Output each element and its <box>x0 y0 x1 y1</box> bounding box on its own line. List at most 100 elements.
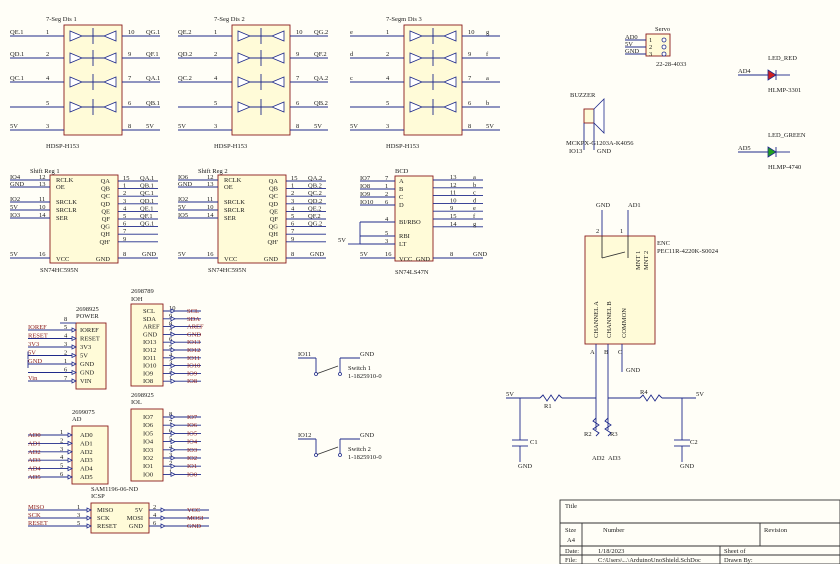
iol-pin: 4 <box>169 444 173 451</box>
ioh-name: IO10 <box>143 363 156 370</box>
sr1-name-right: QF <box>102 216 111 223</box>
titleblock-size: A4 <box>567 537 576 544</box>
sr1-pin-right: 15 <box>123 175 130 182</box>
ad-name: AD5 <box>80 474 93 481</box>
seg3-net-right: b <box>486 100 489 107</box>
enc-c: C <box>618 349 622 356</box>
power-arrow-icon <box>71 344 77 350</box>
sr1-pin-right: 3 <box>123 198 126 205</box>
rc-v2: 5V <box>696 391 704 398</box>
bcd-pin-vcc: 16 <box>385 251 392 258</box>
ioh-arrow-icon <box>170 370 176 377</box>
iol-net: IO7 <box>187 414 198 421</box>
sr1-body <box>49 174 119 264</box>
seg3-pin-left: 5 <box>386 100 389 107</box>
bcd-pin-left: 2 <box>385 191 388 198</box>
enc-part: PEC11R-4220K-S0024 <box>657 248 719 255</box>
sr1-name-right: QH <box>101 231 111 238</box>
power-title: POWER <box>76 313 99 320</box>
sr1-pin-left: 14 <box>39 212 46 219</box>
sw2-switch-icon <box>315 446 339 456</box>
ioh-ref: 2698789 <box>131 288 154 295</box>
sw2-gnd: GND <box>360 432 374 439</box>
iol-arrow-icon <box>170 471 176 478</box>
sr1-name-left: RCLK <box>56 177 74 184</box>
bcd-name-gnd: GND <box>416 256 430 263</box>
led-red-title: LED_RED <box>768 55 797 62</box>
iol-name: IO6 <box>143 422 154 429</box>
seg2-pin-left: 4 <box>214 75 218 82</box>
sw2-net: IO12 <box>298 432 311 439</box>
iol-net: IO6 <box>187 422 198 429</box>
power-ref: 2698925 <box>76 306 99 313</box>
seg3-seg-diode-icon <box>442 76 457 88</box>
sr1-name-right: QD <box>101 201 111 208</box>
bcd-pin-left: 6 <box>385 199 389 206</box>
icsp-arrow-icon <box>160 523 166 529</box>
buzzer-speaker-icon <box>593 98 605 134</box>
led-green-part: HLMP-4740 <box>768 164 801 171</box>
ioh-pin: 4 <box>169 352 173 359</box>
sr1-net-vcc: 5V <box>10 251 18 258</box>
bcd-net-left: IO9 <box>360 191 370 198</box>
seg1-pin-right: 7 <box>128 75 132 82</box>
power-pin: 6 <box>64 367 68 374</box>
seg2-pin-left: 3 <box>214 123 217 130</box>
enc-com-gnd: GND <box>626 367 640 374</box>
sr1-name-vcc: VCC <box>56 256 69 263</box>
iol-name: IO7 <box>143 414 154 421</box>
sr2-part: SN74HC595N <box>208 267 247 274</box>
sw1-net: IO11 <box>298 351 311 358</box>
servo-pin: 3 <box>649 51 652 58</box>
seg3-pin-left: 3 <box>386 123 389 130</box>
bcd-body <box>394 175 434 262</box>
bcd-pin-gnd: 8 <box>450 251 453 258</box>
sr2-name-right: QH <box>269 231 279 238</box>
ad-name: AD2 <box>80 449 93 456</box>
seg3-seg-diode-icon <box>409 52 424 64</box>
titleblock-date-label: Date: <box>565 548 579 555</box>
titleblock-file: C:\Users\...\ArduinoUnoShield.SchDoc <box>598 557 701 564</box>
sr1-net-right: QG.1 <box>140 221 154 228</box>
sr2-pin-right: 4 <box>291 205 295 212</box>
seg2-net-left: QC.2 <box>178 75 192 82</box>
sr2-pin-vcc: 16 <box>207 251 214 258</box>
ioh-arrow-icon <box>170 316 176 322</box>
bcd-net-left: IO7 <box>360 175 371 182</box>
seg3-seg-diode-icon <box>409 101 424 113</box>
servo-title: Servo <box>655 26 670 33</box>
ioh-name: GND <box>143 331 157 338</box>
sr2-net-left: IO6 <box>178 174 189 181</box>
sr2-net-left: GND <box>178 181 192 188</box>
ad-net: AD2 <box>28 449 41 456</box>
power-pin: 4 <box>64 333 68 340</box>
power-name: 5V <box>80 353 88 360</box>
ioh-net: IO9 <box>187 370 197 377</box>
seg3-seg-diode-icon <box>442 101 457 113</box>
seg3-seg-diode-icon <box>442 30 457 42</box>
ad-name: AD1 <box>80 440 93 447</box>
sr1-net-right: QF.1 <box>140 213 153 220</box>
titleblock-date: 1/18/2023 <box>598 548 624 555</box>
rc-c1: C1 <box>530 439 538 446</box>
power-name: IOREF <box>80 327 99 334</box>
power-arrow-icon <box>71 327 77 333</box>
iol-arrow-icon <box>170 438 176 445</box>
sr1-net-right: QE.1 <box>140 205 154 212</box>
led-red-net: AD4 <box>738 68 751 75</box>
icsp-net-right: GND <box>187 523 201 530</box>
sr1-pin-right: 6 <box>123 221 127 228</box>
enc-title: ENC <box>657 240 670 247</box>
bcd-net-left: IO8 <box>360 183 370 190</box>
iol-ref: 2698925 <box>131 392 154 399</box>
seg2-pin-left: 1 <box>214 29 217 36</box>
iol-net: IO5 <box>187 430 197 437</box>
ioh-name: IO11 <box>143 355 156 362</box>
seg3-pin-right: 6 <box>468 100 472 107</box>
ioh-pin: 10 <box>169 305 176 312</box>
seg1-seg-diode-icon <box>102 52 117 64</box>
seg2-pin-right: 7 <box>296 75 300 82</box>
bcd-title: BCD <box>395 168 409 175</box>
ad-net: AD4 <box>28 466 41 473</box>
seg2-pin-left: 2 <box>214 51 217 58</box>
